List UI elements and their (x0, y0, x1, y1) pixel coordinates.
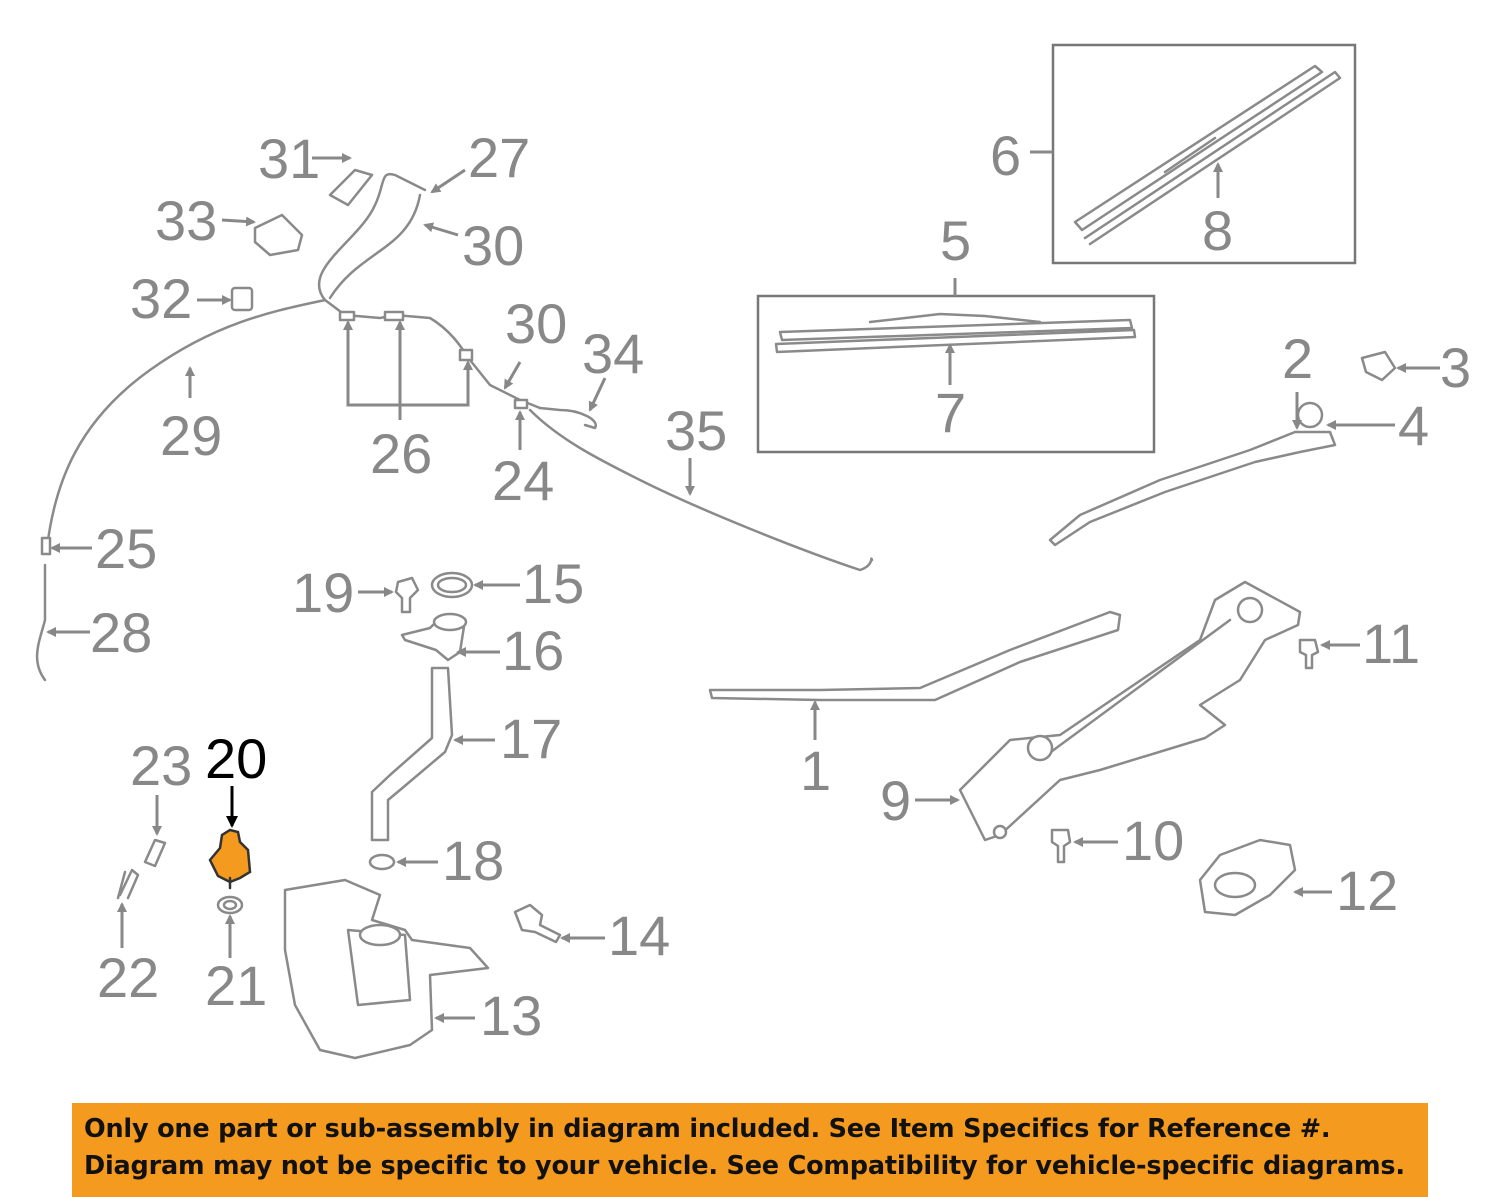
callout-9: 9 (880, 769, 911, 832)
callout-35: 35 (665, 399, 727, 462)
washer-pump-20 (208, 828, 252, 890)
bolt-10 (1050, 828, 1072, 864)
wiper-arm-2 (1048, 350, 1397, 547)
disclaimer-banner: Only one part or sub-assembly in diagram… (72, 1103, 1428, 1197)
callout-30-lower: 30 (505, 292, 567, 355)
callout-15: 15 (522, 552, 584, 615)
callout-34: 34 (582, 322, 644, 385)
part-32-cap (230, 286, 254, 312)
bolt-11 (1298, 638, 1320, 670)
callout-21: 21 (205, 954, 267, 1017)
callout-19: 19 (292, 561, 354, 624)
part-31-clip (328, 168, 374, 207)
bolt-14 (513, 903, 562, 944)
callout-24: 24 (492, 449, 554, 512)
callout-16: 16 (502, 619, 564, 682)
callout-2: 2 (1282, 327, 1313, 390)
callout-5: 5 (940, 209, 971, 272)
callout-20: 20 (205, 727, 267, 790)
wiper-arm-1 (708, 610, 1122, 702)
callout-7: 7 (935, 381, 966, 444)
callout-18: 18 (442, 829, 504, 892)
callout-13: 13 (480, 984, 542, 1047)
washer-hose-assembly (35, 172, 874, 682)
filler-neck-16 (400, 612, 468, 662)
grommet-21 (216, 895, 244, 915)
callout-10: 10 (1122, 809, 1184, 872)
callout-33: 33 (155, 189, 217, 252)
callout-30-upper: 30 (462, 214, 524, 277)
disclaimer-line-2: Diagram may not be specific to your vehi… (84, 1151, 1405, 1181)
nozzle-part-23 (143, 838, 167, 868)
callout-8: 8 (1202, 199, 1233, 262)
callout-3: 3 (1440, 336, 1471, 399)
wiper-motor-12 (1198, 838, 1297, 917)
callout-22: 22 (97, 946, 159, 1009)
filler-tube-17 (370, 666, 454, 842)
callout-28: 28 (90, 601, 152, 664)
part-33-valve (253, 213, 304, 257)
seal-15 (430, 571, 474, 599)
nozzle-part-22 (116, 868, 140, 900)
callout-17: 17 (500, 707, 562, 770)
blade-box-6 (1051, 43, 1357, 265)
callout-26: 26 (370, 422, 432, 485)
callout-12: 12 (1336, 859, 1398, 922)
callout-11: 11 (1362, 612, 1420, 675)
seal-18 (368, 853, 396, 871)
reservoir-13 (283, 878, 490, 1060)
callout-29: 29 (160, 404, 222, 467)
callout-32: 32 (130, 267, 192, 330)
leader-lines (46, 150, 1440, 1023)
callout-23: 23 (130, 734, 192, 797)
callout-14: 14 (608, 904, 670, 967)
callout-labels: 31 27 33 30 32 29 26 30 34 24 35 25 28 6… (90, 124, 1471, 1047)
callout-25: 25 (95, 517, 157, 580)
disclaimer-line-1: Only one part or sub-assembly in diagram… (84, 1114, 1331, 1144)
callout-1: 1 (800, 739, 831, 802)
wiper-linkage-9 (958, 580, 1302, 842)
callout-31: 31 (258, 127, 320, 190)
callout-4: 4 (1398, 394, 1429, 457)
bolt-19 (394, 576, 420, 614)
callout-27: 27 (468, 126, 530, 189)
callout-6: 6 (990, 124, 1021, 187)
